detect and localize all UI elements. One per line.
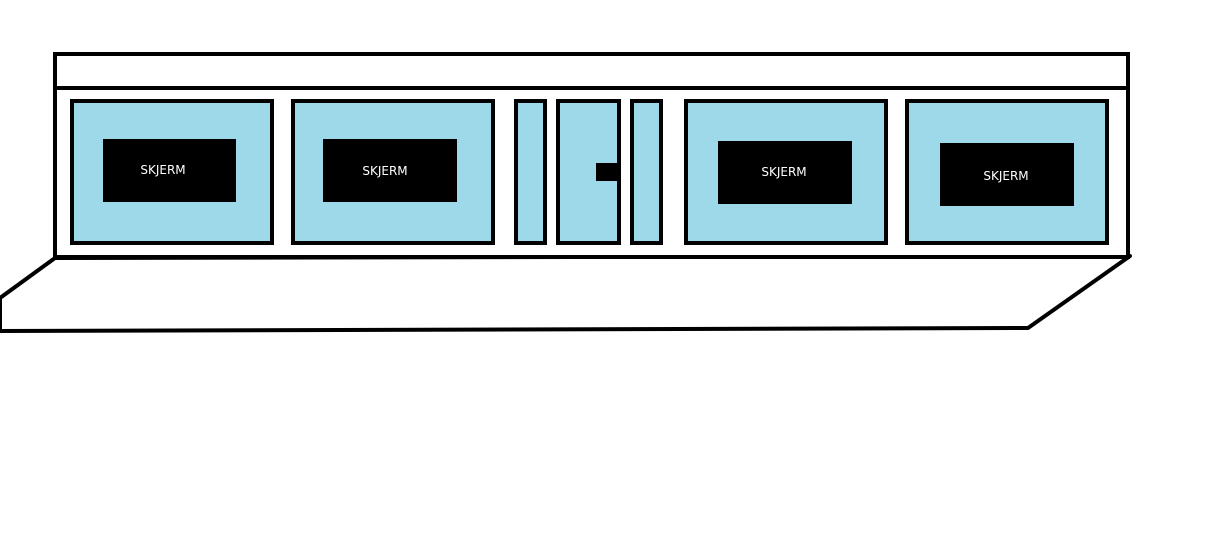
narrow-panel-left [514, 99, 547, 245]
panel-1: SKJERM [70, 99, 274, 245]
screen-4-label: SKJERM [983, 169, 1028, 183]
panel-4: SKJERM [905, 99, 1109, 245]
screen-1 [103, 139, 236, 202]
narrow-panel-right [630, 99, 663, 245]
screen-3-label: SKJERM [761, 165, 806, 179]
screen-4 [940, 143, 1074, 206]
panel-3: SKJERM [684, 99, 888, 245]
panel-2: SKJERM [291, 99, 495, 245]
screen-3 [718, 141, 852, 204]
screen-2-label: SKJERM [362, 164, 407, 178]
base-platform [0, 254, 1132, 333]
screen-1-label: SKJERM [140, 163, 185, 177]
door-panel [556, 99, 621, 245]
door-handle [596, 163, 618, 181]
screen-2 [323, 139, 457, 202]
